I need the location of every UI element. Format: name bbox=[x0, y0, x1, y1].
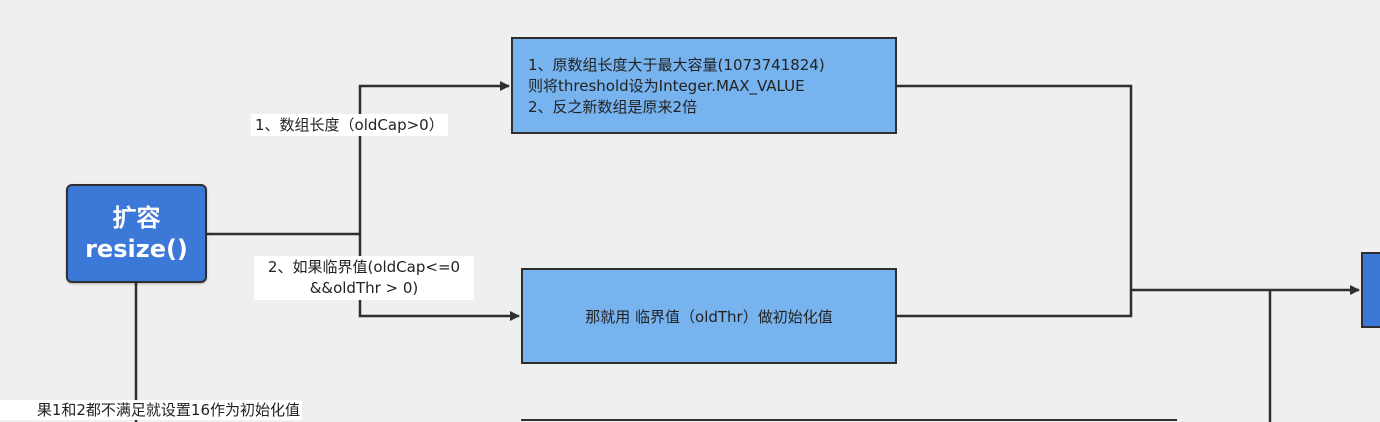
edge-top-to-merge bbox=[897, 84, 1133, 318]
branch-3-label-text: 果1和2都不满足就设置16作为初始化值 bbox=[36, 401, 300, 419]
branch-1-label: 1、数组长度（oldCap>0） bbox=[251, 114, 448, 136]
threshold-init-node[interactable]: 那就用 临界值（oldThr）做初始化值 bbox=[521, 268, 897, 364]
capacity-check-line-1: 1、原数组长度大于最大容量(1073741824) bbox=[528, 56, 825, 74]
resize-node[interactable]: 扩容 resize() bbox=[66, 184, 207, 283]
capacity-check-node[interactable]: 1、原数组长度大于最大容量(1073741824) 则将threshold设为I… bbox=[511, 37, 897, 134]
branch-2-label: 2、如果临界值(oldCap<=0 &&oldThr > 0) bbox=[254, 256, 474, 300]
edge-main-to-top bbox=[207, 81, 510, 236]
capacity-check-line-3: 2、反之新数组是原来2倍 bbox=[528, 98, 698, 116]
branch-2-label-line-1: 2、如果临界值(oldCap<=0 bbox=[267, 258, 461, 276]
default-init-node[interactable] bbox=[521, 419, 1177, 422]
resize-node-title: 扩容 bbox=[112, 203, 161, 232]
next-step-node[interactable] bbox=[1361, 252, 1380, 328]
branch-3-label: 果1和2都不满足就设置16作为初始化值 bbox=[0, 400, 302, 420]
resize-node-method: resize() bbox=[85, 234, 188, 263]
branch-2-label-line-2: &&oldThr > 0) bbox=[309, 279, 419, 297]
capacity-check-line-2: 则将threshold设为Integer.MAX_VALUE bbox=[528, 77, 805, 95]
threshold-init-text: 那就用 临界值（oldThr）做初始化值 bbox=[585, 307, 833, 326]
